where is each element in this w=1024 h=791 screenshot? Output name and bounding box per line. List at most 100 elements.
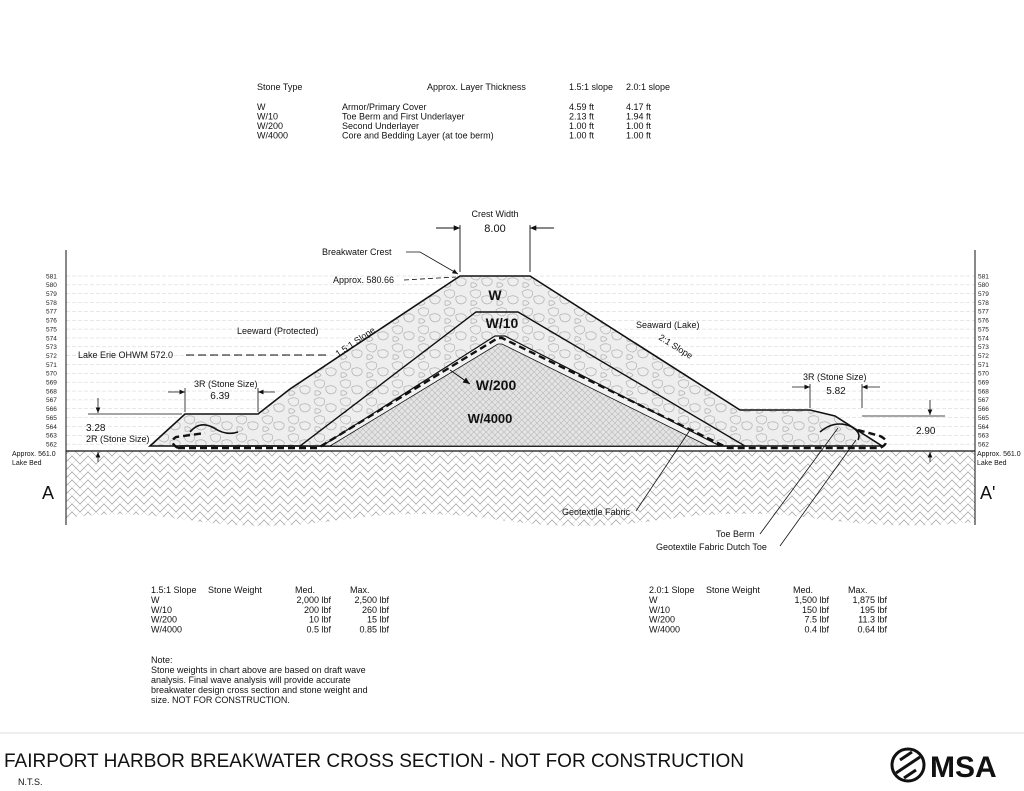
- elevation-label-left: 570: [46, 371, 57, 378]
- elevation-label-left: 575: [46, 326, 57, 333]
- layer-row-15: 1.00 ft: [569, 121, 595, 131]
- weight-row-med: 1,500 lbf: [794, 595, 829, 605]
- elevation-label-right: 573: [978, 344, 989, 351]
- layer-row-stone: W: [257, 102, 266, 112]
- weight-row-max: 0.85 lbf: [359, 624, 389, 634]
- elevation-label-left: 562: [46, 441, 57, 448]
- col-header-20-slope: 2.0:1 slope: [626, 82, 670, 92]
- note-heading: Note:: [151, 655, 173, 665]
- col-header-15-slope: 1.5:1 slope: [569, 82, 613, 92]
- weight-row-stone: W/4000: [649, 624, 680, 634]
- right-3r-value: 5.82: [826, 386, 846, 397]
- crest-width-value: 8.00: [484, 223, 505, 235]
- layer-row-desc: Second Underlayer: [342, 121, 419, 131]
- elevation-label-right: 566: [978, 406, 989, 413]
- layer-row-stone: W/200: [257, 121, 283, 131]
- toe-berm-label: Toe Berm: [716, 529, 755, 539]
- elevation-label-left: 568: [46, 388, 57, 395]
- msa-logo-icon: [890, 747, 926, 783]
- w20-header-weight: Stone Weight: [706, 585, 760, 595]
- weight-row-med: 7.5 lbf: [804, 615, 829, 625]
- geotextile-fabric-line: [178, 336, 888, 450]
- layer-label-w: W: [488, 287, 502, 303]
- slope-21-label: 2:1 Slope: [657, 332, 695, 361]
- core-w4000: [328, 343, 709, 447]
- elevation-label-right: 572: [978, 353, 989, 360]
- crest-width-label: Crest Width: [471, 209, 518, 219]
- weight-row-med: 150 lbf: [802, 605, 830, 615]
- left-toe-height-dimension: 3.28 2R (Stone Size): [86, 398, 182, 462]
- note-line-3: breakwater design cross section and ston…: [151, 685, 368, 695]
- col-header-thickness: Approx. Layer Thickness: [427, 82, 526, 92]
- elevation-label-left: 578: [46, 300, 57, 307]
- note-line-2: analysis. Final wave analysis will provi…: [151, 675, 351, 685]
- w15-header-slope: 1.5:1 Slope: [151, 585, 197, 595]
- elevation-label-right: 580: [978, 282, 989, 289]
- weight-row-max: 11.3 lbf: [858, 615, 887, 625]
- weight-row-stone: W/4000: [151, 624, 182, 634]
- geotextile-leader: [635, 429, 691, 512]
- crest-width-dimension: Crest Width 8.00: [436, 209, 554, 272]
- approx-lake-bed-left: Approx. 561.0: [12, 451, 56, 458]
- layer-row-20: 1.00 ft: [626, 131, 652, 141]
- weight-row-stone: W: [649, 595, 658, 605]
- elevation-label-left: 563: [46, 433, 57, 440]
- layer-row-20: 1.94 ft: [626, 112, 652, 122]
- elevation-label-right: 563: [978, 433, 989, 440]
- right-toe-height-value: 2.90: [916, 426, 936, 437]
- design-note: Note: Stone weights in chart above are b…: [151, 655, 368, 705]
- elevation-label-left: 580: [46, 282, 57, 289]
- w15-header-max: Max.: [350, 585, 370, 595]
- layer-row-20: 1.00 ft: [626, 121, 652, 131]
- layer-thickness-table: Stone Type Approx. Layer Thickness 1.5:1…: [257, 82, 670, 141]
- elevation-label-right: 575: [978, 326, 989, 333]
- layer-row-stone: W/10: [257, 112, 278, 122]
- elevation-label-right: 574: [978, 335, 989, 342]
- elevation-label-right: 568: [978, 388, 989, 395]
- elevation-label-left: 564: [46, 424, 57, 431]
- left-3r-dimension: 3R (Stone Size) 6.39: [168, 379, 275, 412]
- msa-logo: MSA: [890, 747, 997, 784]
- elevation-label-left: 573: [46, 344, 57, 351]
- approx-crest-leader: [403, 276, 457, 281]
- section-label-a: A: [42, 483, 54, 503]
- note-line-1: Stone weights in chart above are based o…: [151, 665, 366, 675]
- layer-row-15: 4.59 ft: [569, 102, 595, 112]
- weight-row-max: 1,875 lbf: [852, 595, 887, 605]
- weight-row-med: 10 lbf: [309, 615, 332, 625]
- left-3r-label: 3R (Stone Size): [194, 379, 258, 389]
- layer-row-desc: Toe Berm and First Underlayer: [342, 112, 465, 122]
- leeward-label: Leeward (Protected): [237, 326, 319, 336]
- geotextile-fabric-label: Geotextile Fabric: [562, 507, 631, 517]
- weight-row-max: 15 lbf: [367, 615, 390, 625]
- elevation-label-right: 571: [978, 362, 989, 369]
- dutch-toe-label: Geotextile Fabric Dutch Toe: [656, 542, 767, 552]
- left-2r-label: 2R (Stone Size): [86, 434, 150, 444]
- layer-row-stone: W/4000: [257, 131, 288, 141]
- col-header-stone-type: Stone Type: [257, 82, 302, 92]
- elevation-label-right: 567: [978, 397, 989, 404]
- weight-row-stone: W: [151, 595, 160, 605]
- w20-header-max: Max.: [848, 585, 868, 595]
- layer-row-desc: Armor/Primary Cover: [342, 102, 427, 112]
- elevation-label-left: 572: [46, 353, 57, 360]
- elevation-label-right: 569: [978, 380, 989, 387]
- layer-label-w4000: W/4000: [468, 411, 513, 426]
- layer-row-15: 1.00 ft: [569, 131, 595, 141]
- elevation-label-left: 567: [46, 397, 57, 404]
- weight-row-max: 195 lbf: [860, 605, 888, 615]
- layer-row-15: 2.13 ft: [569, 112, 595, 122]
- weight-row-max: 0.64 lbf: [857, 624, 887, 634]
- w20-header-slope: 2.0:1 Slope: [649, 585, 695, 595]
- elevation-label-right: 562: [978, 441, 989, 448]
- w200-leader: [449, 369, 471, 385]
- lake-bed-label-left: Lake Bed: [12, 460, 42, 467]
- layer-row-desc: Core and Bedding Layer (at toe berm): [342, 131, 494, 141]
- scale-note: N.T.S.: [18, 777, 43, 787]
- elevation-label-right: 579: [978, 291, 989, 298]
- elevation-label-right: 570: [978, 371, 989, 378]
- breakwater-crest-label: Breakwater Crest: [322, 247, 392, 257]
- elevation-label-left: 565: [46, 415, 57, 422]
